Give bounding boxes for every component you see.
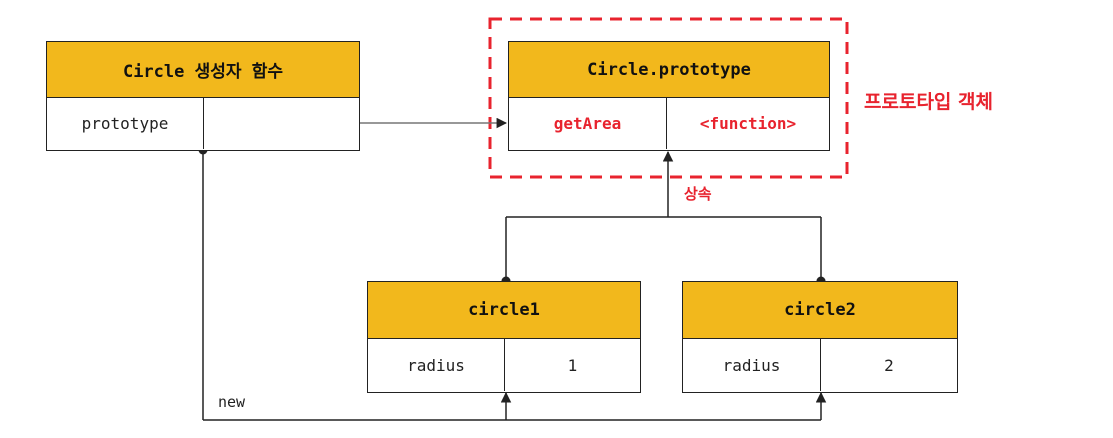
instance-value-circle2: 2 [884, 355, 894, 375]
instance-property-circle1: radius [368, 339, 505, 391]
instance-box-circle2: circle2 radius 2 [682, 281, 958, 393]
instance-box-circle1: circle1 radius 1 [367, 281, 641, 393]
constructor-title: Circle 생성자 함수 [47, 42, 359, 98]
prototype-object-boundary [488, 17, 849, 179]
constructor-value [204, 98, 359, 149]
instance-title-circle1: circle1 [368, 282, 640, 339]
prototype-property: getArea [509, 98, 667, 149]
inheritance-label: 상속 [684, 185, 712, 203]
instance-value-circle1: 1 [567, 355, 578, 375]
instance-property-circle2: radius [683, 339, 821, 391]
prototype-value: <function> [699, 114, 797, 133]
prototype-object-label: 프로토타입 객체 [864, 91, 993, 113]
instance-title-circle2: circle2 [683, 282, 957, 339]
constructor-property: prototype [47, 98, 204, 149]
prototype-title: Circle.prototype [509, 42, 829, 98]
constructor-box: Circle 생성자 함수 prototype [46, 41, 360, 151]
prototype-box: Circle.prototype getArea <function> [508, 41, 830, 151]
new-label: new [218, 393, 246, 411]
